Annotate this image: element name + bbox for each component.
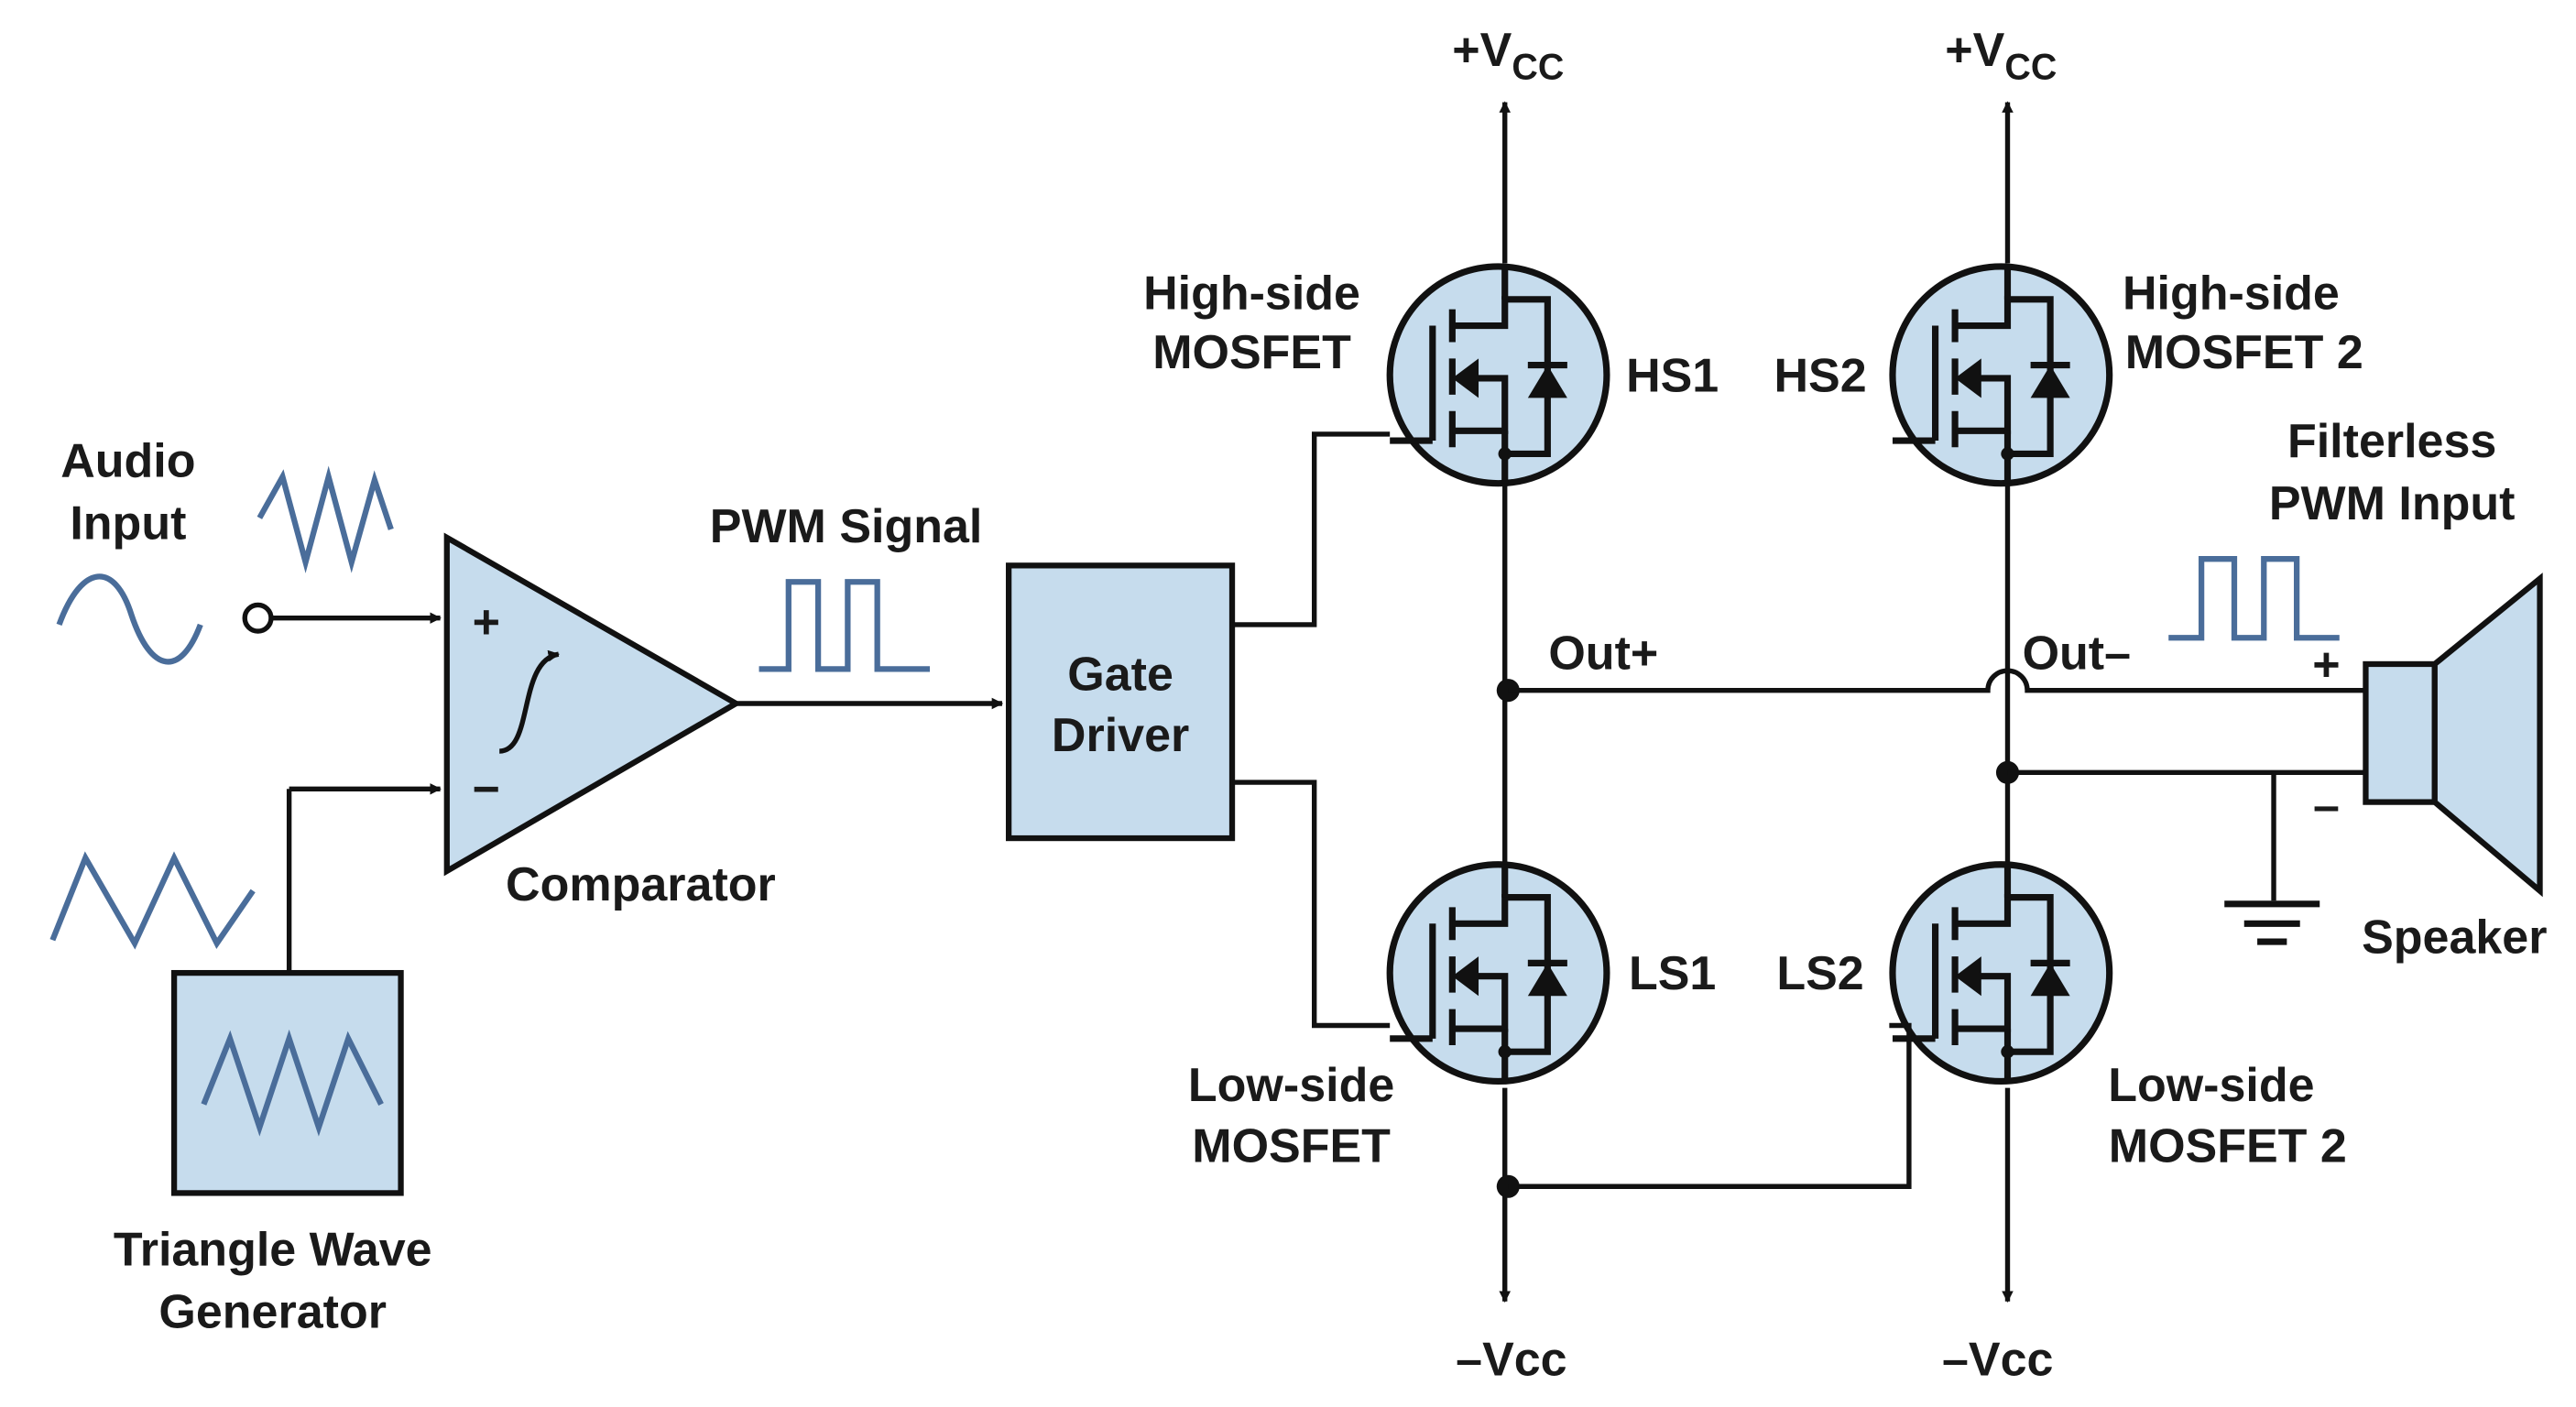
speaker-body xyxy=(2363,660,2438,805)
pwm-wave-icon xyxy=(759,579,931,672)
hs1-mosfet xyxy=(1390,267,1607,484)
filterless-label-1: Filterless xyxy=(2287,415,2496,468)
hs1-label-2: MOSFET xyxy=(1152,326,1351,379)
triangle-wave-icon-2 xyxy=(49,851,256,950)
filterless-label-2: PWM Input xyxy=(2269,477,2516,530)
speaker-cone-icon xyxy=(2431,573,2543,898)
ls1-label-2: MOSFET xyxy=(1192,1119,1391,1172)
hysteresis-icon xyxy=(498,649,560,754)
triangle-gen-label-2: Generator xyxy=(158,1285,387,1338)
hs2-mosfet xyxy=(1893,267,2110,484)
hs2-label-1: High-side xyxy=(2123,267,2340,321)
gate-driver-label-2: Driver xyxy=(1052,709,1189,762)
vcc-neg-right: –Vcc xyxy=(1942,1333,2053,1386)
audio-input-label-2: Input xyxy=(70,497,186,551)
speaker-plus: + xyxy=(2312,638,2340,692)
hs2-id: HS2 xyxy=(1774,349,1866,402)
gate-driver-label-1: Gate xyxy=(1067,649,1173,702)
vcc-pos-right: +VCC xyxy=(1945,24,2057,87)
speaker-minus: – xyxy=(2313,780,2340,833)
pwm-signal-label: PWM Signal xyxy=(710,500,983,553)
filterless-pwm-wave-icon xyxy=(2168,556,2340,641)
gate-wire-ls1 xyxy=(1232,780,1391,1029)
vcc-pos-left: +VCC xyxy=(1452,24,1564,87)
sine-wave-icon xyxy=(56,573,203,665)
ls1-label-1: Low-side xyxy=(1188,1059,1394,1112)
ls1-mosfet xyxy=(1390,865,1607,1082)
comparator-label: Comparator xyxy=(506,858,776,911)
comparator-minus: − xyxy=(473,763,500,816)
input-terminal xyxy=(242,602,274,634)
hs1-label-1: High-side xyxy=(1143,267,1360,321)
out-plus-wire xyxy=(1508,668,2366,693)
triangle-wave-generator-block xyxy=(170,969,404,1196)
audio-input-label-1: Audio xyxy=(60,435,195,488)
out-minus-label: Out– xyxy=(2023,627,2131,680)
vcc-neg-left: –Vcc xyxy=(1456,1333,1566,1386)
ls2-mosfet xyxy=(1893,865,2110,1082)
speaker-label: Speaker xyxy=(2362,911,2547,965)
hs2-label-2: MOSFET 2 xyxy=(2125,326,2363,379)
out-plus-label: Out+ xyxy=(1548,627,1658,680)
comparator-plus: + xyxy=(473,595,500,649)
ls2-label-1: Low-side xyxy=(2108,1059,2314,1112)
ls2-label-2: MOSFET 2 xyxy=(2109,1119,2347,1172)
comparator-symbol xyxy=(443,532,742,877)
gate-wire-hs1 xyxy=(1232,431,1391,627)
ls2-id: LS2 xyxy=(1776,947,1863,1000)
ls2-gate-wire xyxy=(1508,1022,1912,1189)
hs1-id: HS1 xyxy=(1626,349,1719,402)
gate-driver-block xyxy=(1005,562,1236,842)
ls1-id: LS1 xyxy=(1629,947,1716,1000)
triangle-wave-icon xyxy=(257,465,394,573)
triangle-wave-icon-3 xyxy=(201,1029,384,1137)
triangle-gen-label-1: Triangle Wave xyxy=(114,1223,432,1276)
